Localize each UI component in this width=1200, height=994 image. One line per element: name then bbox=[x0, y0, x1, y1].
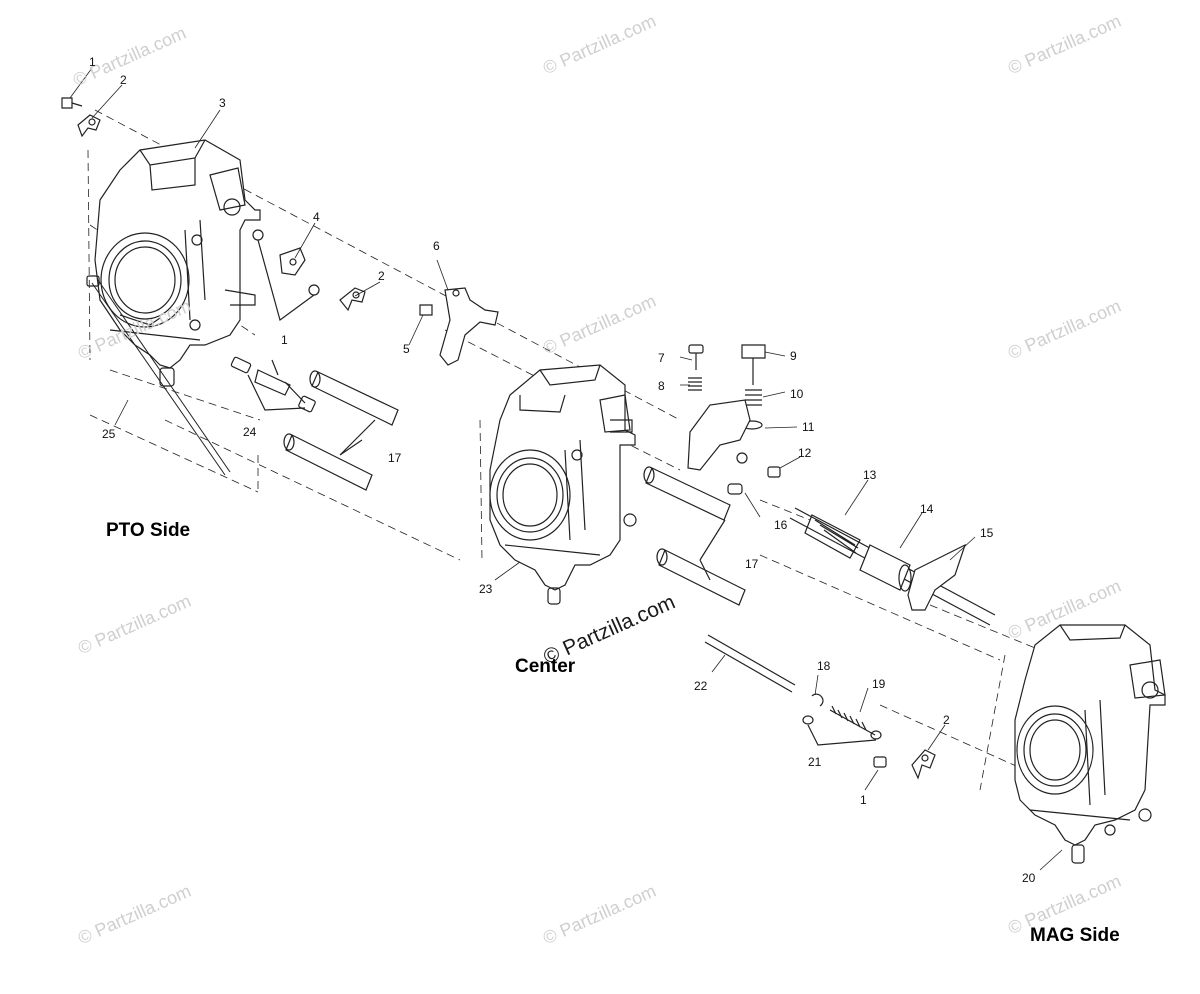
center-carburetor bbox=[489, 364, 637, 605]
spring-19 bbox=[829, 705, 876, 736]
mag-carburetor bbox=[1014, 624, 1166, 864]
callout-20: 20 bbox=[1022, 871, 1036, 885]
callout-2: 2 bbox=[120, 73, 127, 87]
throttle-shaft bbox=[789, 507, 996, 626]
guide-line bbox=[87, 149, 91, 361]
callout-11: 11 bbox=[802, 420, 815, 434]
callout-7: 7 bbox=[658, 351, 665, 365]
callout-25: 25 bbox=[102, 427, 116, 441]
bracket-2a bbox=[77, 114, 101, 138]
washer-21 bbox=[802, 715, 882, 746]
callout-16: 16 bbox=[774, 518, 788, 532]
pin-16 bbox=[727, 483, 743, 495]
bracket-6 bbox=[439, 287, 499, 366]
callout-2: 2 bbox=[378, 269, 385, 283]
screw-12 bbox=[767, 466, 781, 478]
spring-10 bbox=[745, 389, 762, 406]
screw-1b bbox=[252, 229, 264, 241]
callout-19: 19 bbox=[872, 677, 886, 691]
callout-4: 4 bbox=[313, 210, 320, 224]
bracket-2b bbox=[339, 287, 366, 312]
leader bbox=[257, 239, 315, 322]
callout-9: 9 bbox=[790, 349, 797, 363]
screw-1a bbox=[61, 97, 83, 109]
callout-23: 23 bbox=[479, 582, 493, 596]
callout-1: 1 bbox=[860, 793, 867, 807]
bracket-2c bbox=[911, 749, 936, 780]
screw-7 bbox=[688, 344, 704, 370]
spacer-17a bbox=[283, 370, 399, 491]
clip-18 bbox=[811, 693, 824, 707]
callout-22: 22 bbox=[694, 679, 708, 693]
callout-17: 17 bbox=[745, 557, 759, 571]
lever-bracket bbox=[687, 399, 751, 471]
pto-side-label: PTO Side bbox=[106, 520, 191, 541]
pto-carburetor bbox=[94, 139, 261, 387]
spring-8 bbox=[688, 377, 702, 391]
callout-5: 5 bbox=[403, 342, 410, 356]
callout-21: 21 bbox=[808, 755, 822, 769]
callout-1: 1 bbox=[89, 55, 96, 69]
tee-fitting-24 bbox=[230, 356, 316, 413]
linkage-4 bbox=[279, 247, 306, 276]
rod-22 bbox=[704, 634, 796, 693]
callout-3: 3 bbox=[219, 96, 226, 110]
callout-2: 2 bbox=[943, 713, 950, 727]
center-label: Center bbox=[515, 656, 576, 677]
callout-8: 8 bbox=[658, 379, 665, 393]
screw-1c bbox=[873, 756, 887, 768]
callout-15: 15 bbox=[980, 526, 994, 540]
spacer-17b bbox=[643, 466, 746, 606]
rod-25 bbox=[86, 275, 231, 476]
callout-17: 17 bbox=[388, 451, 402, 465]
mag-side-label: MAG Side bbox=[1030, 925, 1120, 946]
callout-10: 10 bbox=[790, 387, 804, 401]
callout-1: 1 bbox=[281, 333, 288, 347]
screw-5 bbox=[419, 304, 433, 316]
callout-18: 18 bbox=[817, 659, 831, 673]
callout-14: 14 bbox=[920, 502, 934, 516]
callout-24: 24 bbox=[243, 425, 257, 439]
callout-13: 13 bbox=[863, 468, 877, 482]
screw-9 bbox=[741, 344, 766, 385]
callout-12: 12 bbox=[798, 446, 812, 460]
callout-6: 6 bbox=[433, 239, 440, 253]
